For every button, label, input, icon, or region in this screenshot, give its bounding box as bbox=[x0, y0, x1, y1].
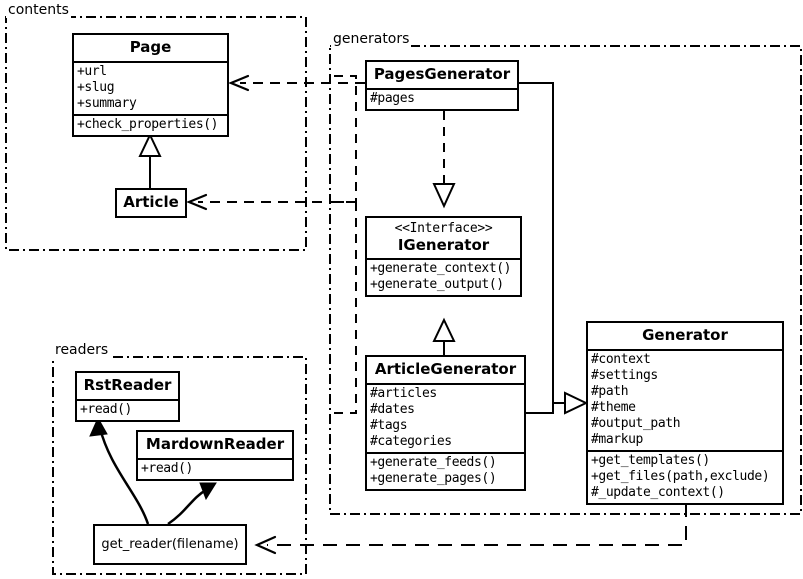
class-methods-page: +check_properties() bbox=[74, 113, 227, 135]
dependency-pagesgenerator-page-arrowhead bbox=[228, 74, 250, 92]
class-box-generator[interactable]: Generator #context #settings #path #them… bbox=[586, 321, 784, 505]
attribute-row: +summary bbox=[77, 95, 137, 111]
class-methods-igenerator: +generate_context() +generate_output() bbox=[367, 258, 520, 295]
attribute-row: +url bbox=[77, 63, 107, 79]
attribute-row: #path bbox=[591, 383, 629, 399]
dependency-generator-getreader-line bbox=[267, 503, 687, 546]
class-title-page: Page bbox=[129, 38, 172, 56]
class-box-article[interactable]: Article bbox=[115, 188, 187, 218]
class-methods-generator: +get_templates() +get_files(path,exclude… bbox=[588, 449, 782, 503]
attribute-row: #pages bbox=[370, 90, 415, 106]
class-attributes-pages-generator: #pages bbox=[367, 87, 517, 109]
attribute-row: #dates bbox=[370, 401, 415, 417]
method-row: +check_properties() bbox=[77, 116, 219, 132]
method-row: +read() bbox=[141, 460, 193, 476]
class-title-article-generator: ArticleGenerator bbox=[374, 360, 517, 378]
class-box-mardown-reader[interactable]: MardownReader +read() bbox=[136, 430, 294, 481]
generalization-articlegenerator-generator-stem bbox=[526, 403, 554, 414]
method-row: +get_templates() bbox=[591, 452, 710, 468]
package-label-contents: contents bbox=[6, 2, 71, 18]
attribute-row: #tags bbox=[370, 417, 408, 433]
class-box-article-generator[interactable]: ArticleGenerator #articles #dates #tags … bbox=[365, 355, 526, 491]
class-methods-mardown-reader: +read() bbox=[138, 457, 292, 479]
method-row: +generate_context() bbox=[370, 261, 512, 277]
class-methods-rst-reader: +read() bbox=[77, 398, 178, 420]
generalization-article-page-arrowhead bbox=[138, 132, 162, 157]
create-getreader-mardownreader-arrowhead bbox=[199, 482, 217, 501]
dependency-generator-getreader-arrowhead bbox=[254, 535, 277, 555]
realization-pagesgenerator-igenerator-arrowhead bbox=[432, 183, 456, 209]
package-label-readers: readers bbox=[53, 342, 111, 358]
create-getreader-rstreader-curve bbox=[98, 427, 150, 525]
class-methods-article-generator: +generate_feeds() +generate_pages() bbox=[367, 451, 524, 489]
attribute-row: #categories bbox=[370, 433, 452, 449]
create-getreader-mardownreader-curve bbox=[167, 488, 207, 526]
class-attributes-article-generator: #articles #dates #tags #categories bbox=[367, 382, 524, 452]
class-title-igenerator: <<Interface>> IGenerator bbox=[367, 218, 520, 258]
class-box-igenerator[interactable]: <<Interface>> IGenerator +generate_conte… bbox=[365, 216, 522, 298]
generalization-generator-arrowhead bbox=[564, 391, 589, 415]
class-box-page[interactable]: Page +url +slug +summary +check_properti… bbox=[72, 33, 229, 137]
method-row: +generate_feeds() bbox=[370, 454, 497, 470]
method-row: #_update_context() bbox=[591, 484, 725, 500]
class-stereotype-igenerator: <<Interface>> bbox=[394, 221, 493, 236]
class-attributes-generator: #context #settings #path #theme #output_… bbox=[588, 348, 782, 450]
method-row: +generate_output() bbox=[370, 277, 504, 293]
attribute-row: #theme bbox=[591, 399, 636, 415]
attribute-row: #output_path bbox=[591, 415, 681, 431]
class-title-mardown-reader: MardownReader bbox=[145, 435, 285, 453]
method-row: +get_files(path,exclude) bbox=[591, 468, 770, 484]
class-name-igenerator: IGenerator bbox=[397, 235, 490, 254]
attribute-row: #markup bbox=[591, 431, 643, 447]
class-title-generator: Generator bbox=[642, 326, 728, 344]
class-title-pages-generator: PagesGenerator bbox=[373, 65, 511, 83]
class-title-article: Article bbox=[123, 193, 179, 211]
generalization-pagesgenerator-generator-stem bbox=[519, 82, 565, 404]
class-attributes-page: +url +slug +summary bbox=[74, 60, 227, 114]
package-border-generators bbox=[329, 45, 802, 515]
package-border-contents bbox=[5, 16, 307, 251]
generalization-articlegenerator-igenerator-arrowhead bbox=[432, 317, 456, 342]
package-border-readers bbox=[52, 356, 307, 575]
method-row: +read() bbox=[80, 401, 132, 417]
function-label-get-reader: get_reader(filename) bbox=[101, 537, 239, 552]
dependency-articlegenerator-article-arrowhead bbox=[186, 193, 208, 211]
attribute-row: #articles bbox=[370, 385, 437, 401]
create-getreader-rstreader-arrowhead bbox=[89, 416, 108, 437]
class-box-rst-reader[interactable]: RstReader +read() bbox=[75, 371, 180, 422]
attribute-row: #context bbox=[591, 351, 651, 367]
class-box-pages-generator[interactable]: PagesGenerator #pages bbox=[365, 60, 519, 111]
attribute-row: +slug bbox=[77, 79, 115, 95]
function-box-get-reader[interactable]: get_reader(filename) bbox=[93, 524, 247, 565]
attribute-row: #settings bbox=[591, 367, 658, 383]
inner-dashed-frame-left bbox=[334, 75, 357, 414]
package-label-generators: generators bbox=[331, 31, 412, 47]
method-row: +generate_pages() bbox=[370, 470, 497, 486]
class-title-rst-reader: RstReader bbox=[83, 376, 172, 394]
